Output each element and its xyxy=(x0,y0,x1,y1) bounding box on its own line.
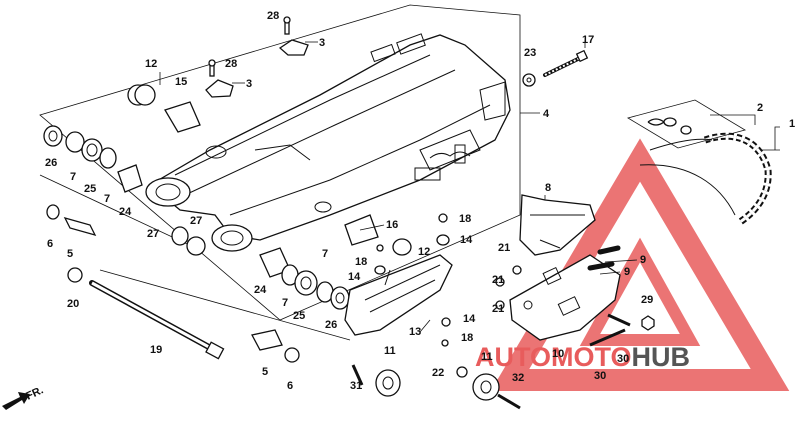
callout-21: 21 xyxy=(492,303,504,315)
callout-7: 7 xyxy=(70,171,76,183)
chain-slider xyxy=(344,254,453,336)
callout-7: 7 xyxy=(282,297,288,309)
callout-21: 21 xyxy=(492,274,504,286)
right-pivot-bearing-set xyxy=(251,247,350,363)
callout-7: 7 xyxy=(104,193,110,205)
left-pivot-bearing-set xyxy=(43,84,206,256)
callout-4: 4 xyxy=(543,108,550,120)
callout-28: 28 xyxy=(225,58,237,70)
fastener-set xyxy=(351,265,655,410)
callout-14: 14 xyxy=(348,271,361,283)
callout-19: 19 xyxy=(150,344,162,356)
callout-23: 23 xyxy=(524,47,536,59)
callout-2: 2 xyxy=(757,102,763,114)
front-direction-label: FR. xyxy=(24,384,45,402)
callout-6: 6 xyxy=(47,238,53,250)
callout-12: 12 xyxy=(145,58,157,70)
front-direction-arrow xyxy=(2,392,30,410)
callout-12: 12 xyxy=(418,246,430,258)
callout-26: 26 xyxy=(325,319,337,331)
swingarm xyxy=(145,33,511,252)
callout-14: 14 xyxy=(463,313,476,325)
callout-3: 3 xyxy=(319,37,325,49)
callout-20: 20 xyxy=(67,298,79,310)
mounting-bracket-lower xyxy=(205,59,234,98)
master-link-kit xyxy=(626,99,780,151)
callout-18: 18 xyxy=(355,256,367,268)
callout-11: 11 xyxy=(481,351,493,363)
callout-13: 13 xyxy=(409,326,421,338)
callout-24: 24 xyxy=(119,206,132,218)
chain-guide-plate xyxy=(509,245,621,341)
callout-16: 16 xyxy=(386,219,398,231)
callout-30: 30 xyxy=(594,370,606,382)
mounting-bracket-upper xyxy=(278,16,309,56)
callout-29: 29 xyxy=(641,294,653,306)
callout-18: 18 xyxy=(461,332,473,344)
pivot-shaft xyxy=(89,280,225,360)
callout-9: 9 xyxy=(624,266,630,278)
callout-3: 3 xyxy=(246,78,252,90)
callout-15: 15 xyxy=(175,76,187,88)
callout-11: 11 xyxy=(384,345,396,357)
callout-18: 18 xyxy=(459,213,471,225)
callout-30: 30 xyxy=(617,353,629,365)
chain-adjuster-bolt xyxy=(522,49,589,87)
callout-9: 9 xyxy=(640,254,646,266)
callout-22: 22 xyxy=(432,367,444,379)
left-spacer-set xyxy=(46,204,97,283)
callout-25: 25 xyxy=(293,310,305,322)
callout-24: 24 xyxy=(254,284,267,296)
watermark-text: AUTOMOTOHUB xyxy=(475,342,690,372)
callout-5: 5 xyxy=(262,366,268,378)
callout-27: 27 xyxy=(190,215,202,227)
watermark-text-secondary: HUB xyxy=(632,342,691,372)
callout-31: 31 xyxy=(350,380,362,392)
callout-32: 32 xyxy=(512,372,524,384)
watermark-text-primary: AUTOMOTO xyxy=(475,342,632,372)
callout-6: 6 xyxy=(287,380,293,392)
chain-roller-set xyxy=(375,369,500,401)
callout-1: 1 xyxy=(789,118,795,130)
callout-10: 10 xyxy=(552,348,564,360)
callout-8: 8 xyxy=(545,182,551,194)
callout-28: 28 xyxy=(267,10,279,22)
callout-5: 5 xyxy=(67,248,73,260)
callout-7: 7 xyxy=(322,248,328,260)
callout-27: 27 xyxy=(147,228,159,240)
callout-25: 25 xyxy=(84,183,96,195)
callout-leader-lines xyxy=(159,40,638,333)
callout-26: 26 xyxy=(45,157,57,169)
callout-21: 21 xyxy=(498,242,510,254)
chain-guide xyxy=(519,194,596,256)
callout-17: 17 xyxy=(582,34,594,46)
callout-14: 14 xyxy=(460,234,473,246)
